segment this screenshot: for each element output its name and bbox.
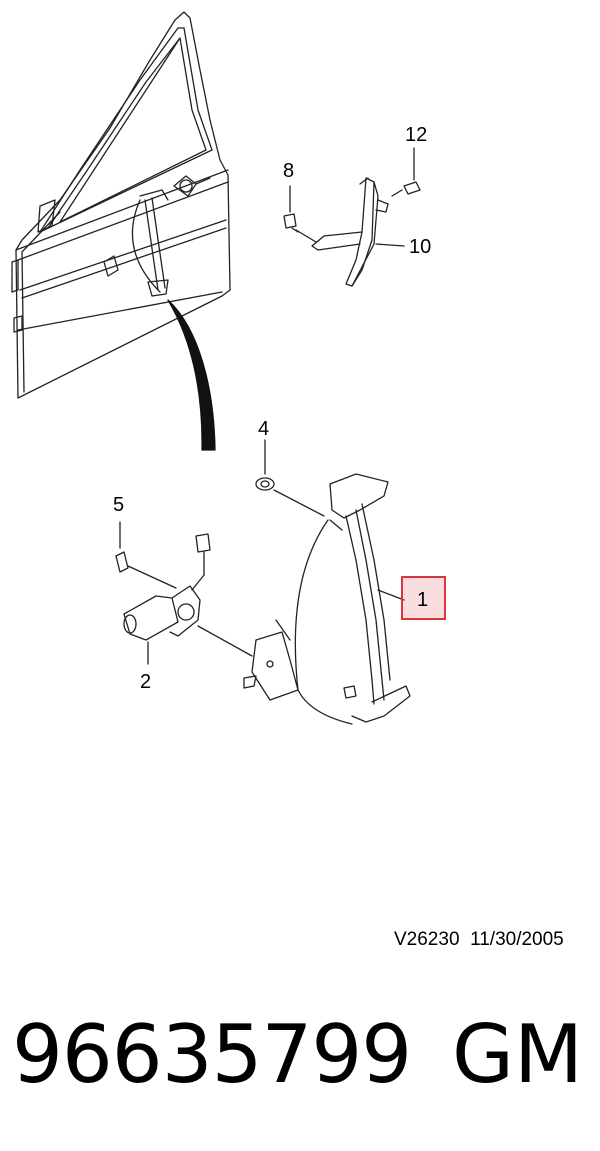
front-door-illustration <box>11 11 231 399</box>
part-4-grommet <box>255 439 325 517</box>
callout-5: 5 <box>113 494 125 516</box>
part-number: 96635799 <box>12 1008 412 1101</box>
brand-label: GM <box>452 1008 584 1101</box>
part-2-motor <box>123 533 253 665</box>
callout-4: 4 <box>258 418 270 440</box>
part-5-screw <box>115 521 177 589</box>
callout-1: 1 <box>417 589 429 611</box>
callout-2: 2 <box>140 671 152 693</box>
callout-8: 8 <box>283 160 295 182</box>
exploded-parts-diagram <box>11 11 421 725</box>
callout-10: 10 <box>409 236 432 258</box>
drawing-code-and-date: V26230 11/30/2005 <box>394 929 564 950</box>
part-10-bracket <box>311 177 405 287</box>
highlight-box-part-1[interactable] <box>401 576 446 620</box>
part-8-bolt <box>283 213 317 243</box>
part-12-bolt <box>391 147 421 197</box>
curved-arrow <box>167 299 216 451</box>
part-1-window-regulator <box>243 473 411 725</box>
callout-12: 12 <box>405 124 428 146</box>
